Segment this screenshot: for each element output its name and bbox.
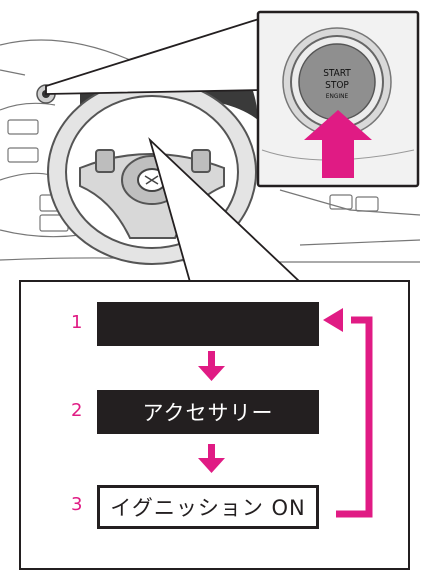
return-arrow-icon xyxy=(323,308,373,518)
push-button-inset: START STOP ENGINE xyxy=(256,10,420,188)
mode-number-2: 2 xyxy=(71,400,83,421)
mode-box-2: アクセサリー xyxy=(97,390,319,434)
mode-number-3: 3 xyxy=(71,494,83,515)
callout-inset-pointer xyxy=(45,16,263,95)
mode-label-3: イグニッション ON xyxy=(110,496,306,520)
mode-flow-panel: 1 2 アクセサリー 3 イグニッション ON xyxy=(19,280,410,570)
button-label-stop: STOP xyxy=(325,80,349,91)
mode-label-2: アクセサリー xyxy=(142,401,274,425)
flow-arrows xyxy=(198,308,373,518)
mode-box-1 xyxy=(97,302,319,346)
mode-number-1: 1 xyxy=(71,312,83,333)
button-label-start: START xyxy=(323,68,351,79)
button-label-engine: ENGINE xyxy=(326,92,349,100)
push-arrow-icon xyxy=(304,110,372,178)
down-arrow-icon xyxy=(198,444,225,473)
down-arrow-icon xyxy=(198,351,225,381)
mode-box-3: イグニッション ON xyxy=(97,485,319,529)
